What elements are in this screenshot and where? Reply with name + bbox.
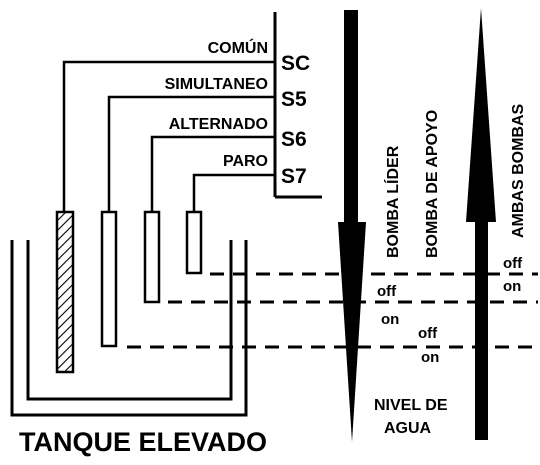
elevated-tank [10,240,248,417]
tank-title: TANQUE ELEVADO [19,427,267,457]
down-arrow [338,10,366,442]
paro-electrode [185,173,275,275]
common-electrode [55,60,275,374]
state-on-ambas-bombas: on [503,278,521,295]
water-level-label-line1: NIVEL DE [374,397,448,414]
terminal-label-alternado: ALTERNADO [169,116,268,133]
state-off-bomba-lider: off [377,283,397,300]
state-off-bomba-apoyo: off [418,325,438,342]
up-arrow [466,8,496,440]
state-on-bomba-apoyo: on [421,349,439,366]
alternado-electrode [143,135,275,304]
terminal-label-paro: PARO [223,153,268,170]
terminal-block [273,12,322,199]
water-level-label-line2: AGUA [384,420,432,437]
label-bomba-de-apoyo: BOMBA DE APOYO [424,110,441,258]
terminal-label-comun: COMÚN [208,38,268,57]
label-ambas-bombas: AMBAS BOMBAS [510,103,527,238]
terminal-id-sc: SC [281,52,310,75]
terminal-label-simultaneo: SIMULTANEO [165,76,268,93]
state-off-ambas-bombas: off [503,255,523,272]
simultaneo-electrode [100,95,275,348]
terminal-id-s7: S7 [281,165,307,188]
terminal-id-s6: S6 [281,128,307,151]
terminal-id-s5: S5 [281,88,307,111]
state-on-bomba-lider: on [381,311,399,328]
label-bomba-lider: BOMBA LÍDER [383,145,402,258]
